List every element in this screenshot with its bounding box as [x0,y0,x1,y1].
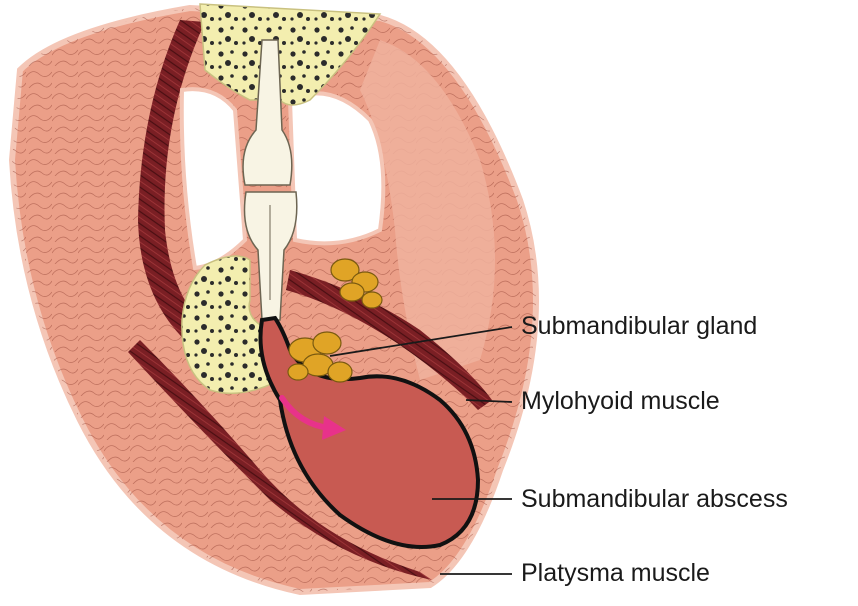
label-platysma-muscle: Platysma muscle [521,561,710,586]
label-mylohyoid-muscle: Mylohyoid muscle [521,389,720,414]
label-submandibular-gland: Submandibular gland [521,314,757,339]
oral-cavity [182,89,245,268]
label-submandibular-abscess: Submandibular abscess [521,487,788,512]
